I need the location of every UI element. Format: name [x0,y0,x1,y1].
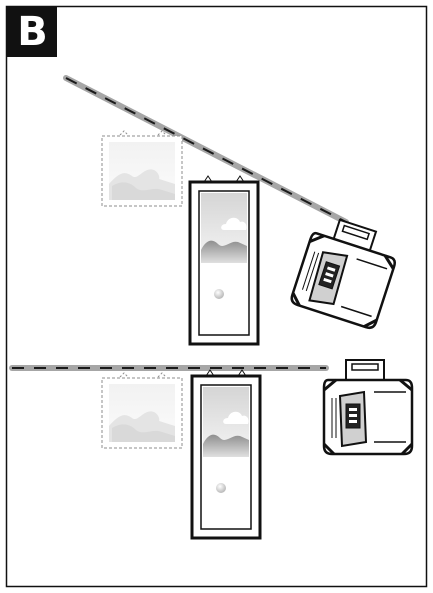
step-label: B [7,7,57,57]
picture-frame-icon [190,176,258,344]
top-scene [66,78,403,344]
bottom-scene [12,360,412,538]
laser-level-icon [290,213,403,330]
laser-level-icon [324,360,412,454]
picture-frame-icon [102,131,182,206]
picture-frame-icon [192,370,260,538]
picture-frame-icon [102,373,182,448]
